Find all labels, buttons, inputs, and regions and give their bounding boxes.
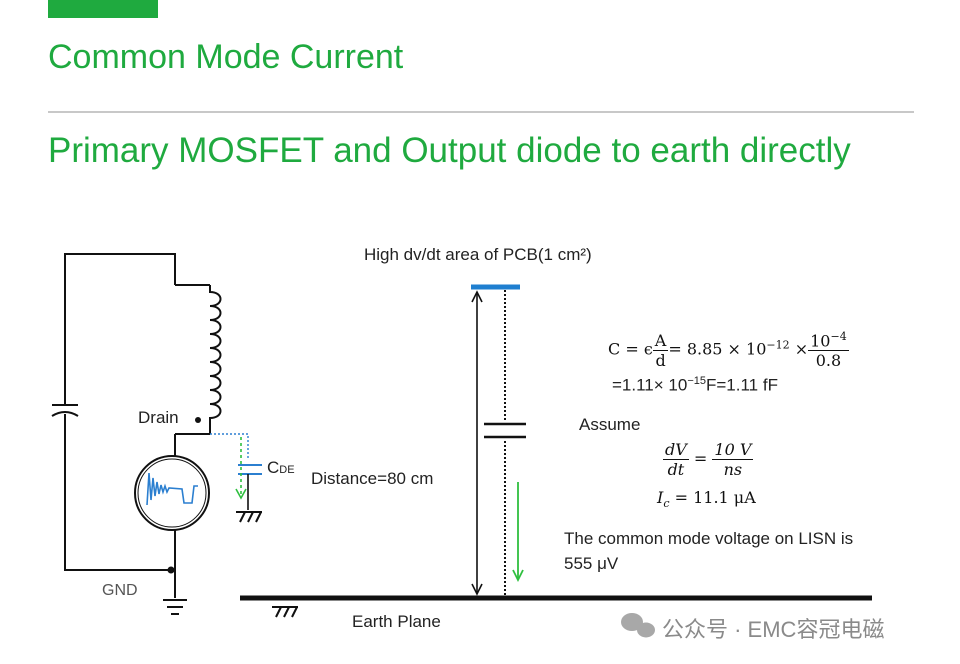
earth-ground-symbol	[272, 606, 298, 618]
common-mode-current-arrow	[512, 482, 524, 583]
title-divider	[48, 111, 914, 113]
cde-label: CDE	[267, 458, 295, 477]
cde-ground-symbol	[236, 511, 262, 523]
gnd-node-dot	[167, 566, 175, 574]
drain-node-dot	[195, 417, 201, 423]
loop-wire	[64, 253, 210, 571]
earth-plane-label: Earth Plane	[352, 612, 441, 631]
drain-label: Drain	[138, 408, 179, 427]
inductor-coil	[174, 285, 222, 458]
accent-bar	[48, 0, 158, 18]
pcb-earth-capacitor	[484, 290, 526, 596]
gnd-label: GND	[102, 582, 138, 599]
assume-label: Assume	[579, 415, 641, 434]
watermark-text: 公众号 · EMC容冠电磁	[662, 617, 885, 642]
gnd-symbol	[163, 599, 187, 615]
distance-arrow	[471, 290, 483, 596]
wechat-icon	[621, 613, 655, 638]
result-line-2: 555 μV	[564, 554, 619, 573]
slide-title: Common Mode Current	[48, 38, 404, 76]
cde-path	[210, 433, 262, 510]
loop-capacitor	[51, 404, 79, 417]
cde-current-arrow	[235, 437, 247, 500]
capacitance-result: =1.11× 10−15F=1.11 fF	[612, 375, 778, 395]
pcb-area-label: High dv/dt area of PCB(1 cm²)	[364, 245, 592, 264]
distance-label: Distance=80 cm	[311, 469, 434, 488]
ic-formula: Ic = 11.1 μA	[657, 488, 756, 511]
slide-subtitle: Primary MOSFET and Output diode to earth…	[48, 131, 851, 170]
result-line-1: The common mode voltage on LISN is	[564, 529, 854, 548]
switch-waveform-symbol	[134, 455, 210, 531]
